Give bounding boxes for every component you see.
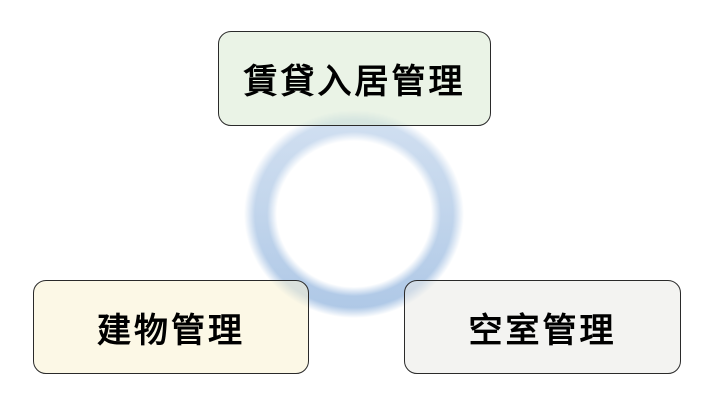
node-label: 空室管理 <box>468 311 617 350</box>
node-label: 賃貸入居管理 <box>243 63 466 101</box>
node-label: 建物管理 <box>97 311 245 350</box>
node-rental-tenant-management: 賃貸入居管理 <box>218 31 491 126</box>
node-building-management: 建物管理 <box>33 280 309 374</box>
node-vacancy-management: 空室管理 <box>404 280 681 374</box>
